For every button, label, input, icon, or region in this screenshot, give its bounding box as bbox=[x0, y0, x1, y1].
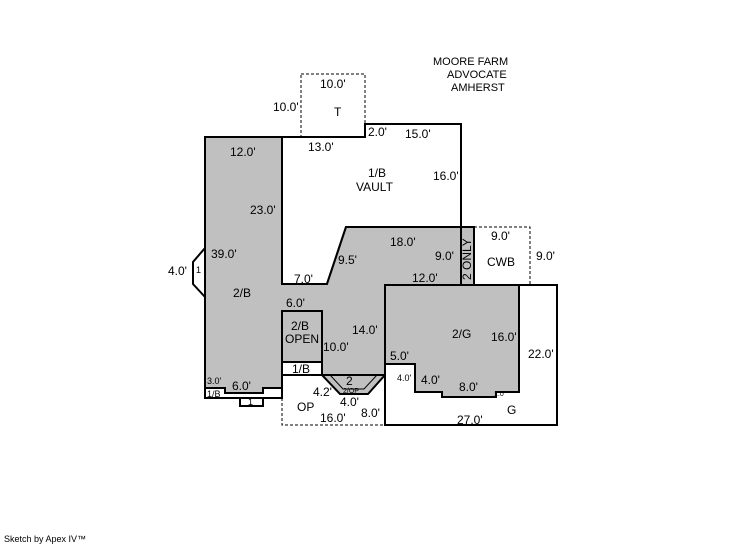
area-label-two-only: 2 ONLY bbox=[460, 238, 474, 280]
one-b-mid-area bbox=[281, 361, 323, 376]
dim-label: 39.0' bbox=[211, 247, 237, 261]
dim-label: 3.0' bbox=[207, 376, 222, 386]
area-label-2g: 2/G bbox=[452, 327, 471, 341]
dim-label: 6.0' bbox=[232, 379, 251, 393]
area-label-op: OP bbox=[297, 400, 314, 414]
dim-label: 27.0' bbox=[457, 413, 483, 427]
area-label-g: G bbox=[507, 403, 516, 417]
area-label-porch-sub: 2/OP bbox=[343, 388, 359, 395]
dim-label: 5.0' bbox=[390, 349, 409, 363]
dim-label: 15.0' bbox=[405, 127, 431, 141]
dim-label: 23.0' bbox=[250, 203, 276, 217]
dim-label: 16.0' bbox=[433, 169, 459, 183]
dim-label: 9.0' bbox=[536, 249, 555, 263]
area-label-bay: 1 bbox=[196, 265, 201, 275]
sketch-credit: Sketch by Apex IV™ bbox=[4, 534, 87, 544]
dim-label: 2.0' bbox=[368, 125, 387, 139]
area-label-t: T bbox=[334, 105, 342, 119]
dim-label: 8.0' bbox=[361, 406, 380, 420]
dim-label: 8.0' bbox=[459, 380, 478, 394]
area-label-open: OPEN bbox=[285, 332, 319, 346]
step-area bbox=[239, 397, 264, 407]
porch-inner-line bbox=[328, 374, 379, 390]
dim-label: 9.0' bbox=[491, 229, 510, 243]
dim-label: 22.0' bbox=[528, 347, 554, 361]
area-label-open-2b: 2/B bbox=[291, 319, 309, 333]
area-label-1b-mid: 1/B bbox=[292, 362, 310, 376]
dim-label: 10.0' bbox=[273, 100, 299, 114]
header-line-1: MOORE FARM bbox=[433, 56, 508, 68]
dim-label: 16.0' bbox=[491, 330, 517, 344]
bay-window bbox=[192, 245, 206, 300]
open-2b-area bbox=[281, 310, 323, 363]
garage-upper-area bbox=[384, 284, 520, 398]
area-label-step: 1 bbox=[248, 397, 253, 407]
op-area-outline bbox=[281, 398, 385, 426]
dim-label: 4.0' bbox=[340, 395, 359, 409]
dim-label: 9.0' bbox=[435, 249, 454, 263]
area-label-vault-1b: 1/B bbox=[368, 166, 386, 180]
cwb-area-outline bbox=[474, 226, 531, 285]
dim-label: 4.2' bbox=[313, 385, 332, 399]
header-line-3: AMHERST bbox=[451, 82, 505, 94]
area-label-wing-2b: 2/B bbox=[233, 286, 251, 300]
dim-label: 12.0' bbox=[230, 145, 256, 159]
t-area-outline bbox=[300, 73, 366, 138]
dim-label: 4.0' bbox=[397, 373, 412, 383]
area-label-1b-low: 1/B bbox=[207, 389, 221, 399]
area-label-porch: 2 bbox=[346, 374, 353, 388]
dim-label: 10.0' bbox=[323, 340, 349, 354]
dim-label: 9.5' bbox=[338, 253, 357, 267]
header-line-2: ADVOCATE bbox=[447, 69, 507, 81]
dim-label: 7.0' bbox=[294, 272, 313, 286]
dim-label: 6.0' bbox=[286, 296, 305, 310]
dim-label: 12.0' bbox=[412, 271, 438, 285]
dim-label: 1.0' bbox=[494, 391, 505, 398]
dim-label: 4.0' bbox=[421, 373, 440, 387]
dim-label: 10.0' bbox=[320, 77, 346, 91]
dim-label: 18.0' bbox=[390, 235, 416, 249]
dim-label: 13.0' bbox=[308, 140, 334, 154]
one-b-low-area bbox=[204, 387, 283, 399]
area-label-cwb: CWB bbox=[487, 255, 515, 269]
dim-label: 14.0' bbox=[352, 323, 378, 337]
area-label-vault: VAULT bbox=[356, 180, 394, 194]
dim-label: 16.0' bbox=[320, 411, 346, 425]
dim-label: 4.0' bbox=[168, 264, 187, 278]
